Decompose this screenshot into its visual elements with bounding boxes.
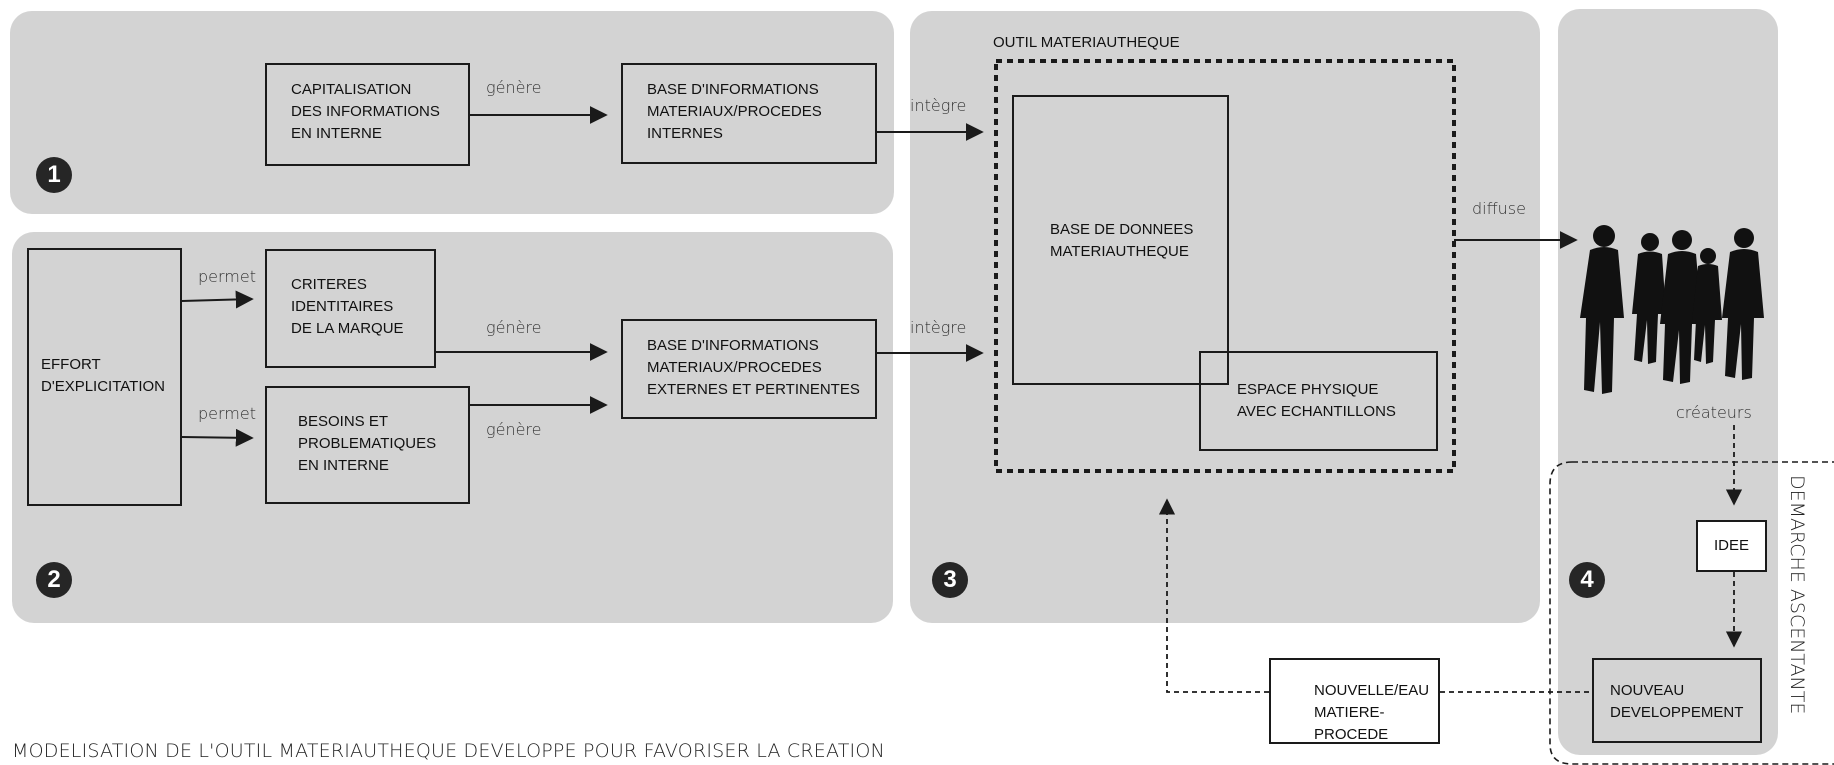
box-base-internes: BASE D'INFORMATIONS MATERIAUX/PROCEDES I… <box>621 63 877 164</box>
label-diffuse: diffuse <box>1472 199 1526 218</box>
panel-2 <box>12 232 893 623</box>
panel-3 <box>910 11 1540 623</box>
label-permet-2: permet <box>198 404 256 423</box>
panel-number-4: 4 <box>1569 562 1605 598</box>
box-besoins: BESOINS ET PROBLEMATIQUES EN INTERNE <box>265 386 470 504</box>
box-espace-physique: ESPACE PHYSIQUE AVEC ECHANTILLONS <box>1199 351 1438 451</box>
box-base-donnees: BASE DE DONNEES MATERIAUTHEQUE <box>1012 95 1229 385</box>
outil-materiautheque-title: OUTIL MATERIAUTHEQUE <box>993 34 1180 51</box>
outil-boundary <box>994 59 1456 473</box>
arrow-effort-criteres <box>181 290 254 309</box>
label-genere-1: génère <box>486 78 542 97</box>
demarche-ascentante-label: DEMARCHE ASCENTANTE <box>1786 475 1808 715</box>
box-capitalisation: CAPITALISATION DES INFORMATIONS EN INTER… <box>265 63 470 166</box>
panel-1 <box>10 11 894 214</box>
panel-number-1: 1 <box>36 157 72 193</box>
box-nouveau-developpement: NOUVEAU DEVELOPPEMENT <box>1592 658 1762 743</box>
demarche-boundary <box>1549 461 1834 765</box>
label-permet-1: permet <box>198 267 256 286</box>
box-nouvelle-matiere: NOUVELLE/EAU MATIERE-PROCEDE <box>1269 658 1440 744</box>
box-effort: EFFORT D'EXPLICITATION <box>27 248 182 506</box>
label-createurs: créateurs <box>1676 403 1752 422</box>
box-idee: IDEE <box>1696 520 1767 572</box>
box-base-externes: BASE D'INFORMATIONS MATERIAUX/PROCEDES E… <box>621 319 877 419</box>
label-integre-1: intègre <box>910 96 967 115</box>
label-integre-2: intègre <box>910 318 967 337</box>
box-criteres: CRITERES IDENTITAIRES DE LA MARQUE <box>265 249 436 368</box>
panel-number-2: 2 <box>36 562 72 598</box>
label-genere-2: génère <box>486 318 542 337</box>
people-silhouette-icon <box>1580 225 1764 394</box>
diagram-caption: MODELISATION DE L'OUTIL MATERIAUTHEQUE D… <box>12 740 885 762</box>
arrow-effort-besoins <box>181 428 254 447</box>
arrow-nouvelle-outil <box>1158 498 1269 693</box>
panel-number-3: 3 <box>932 562 968 598</box>
label-genere-3: génère <box>486 420 542 439</box>
